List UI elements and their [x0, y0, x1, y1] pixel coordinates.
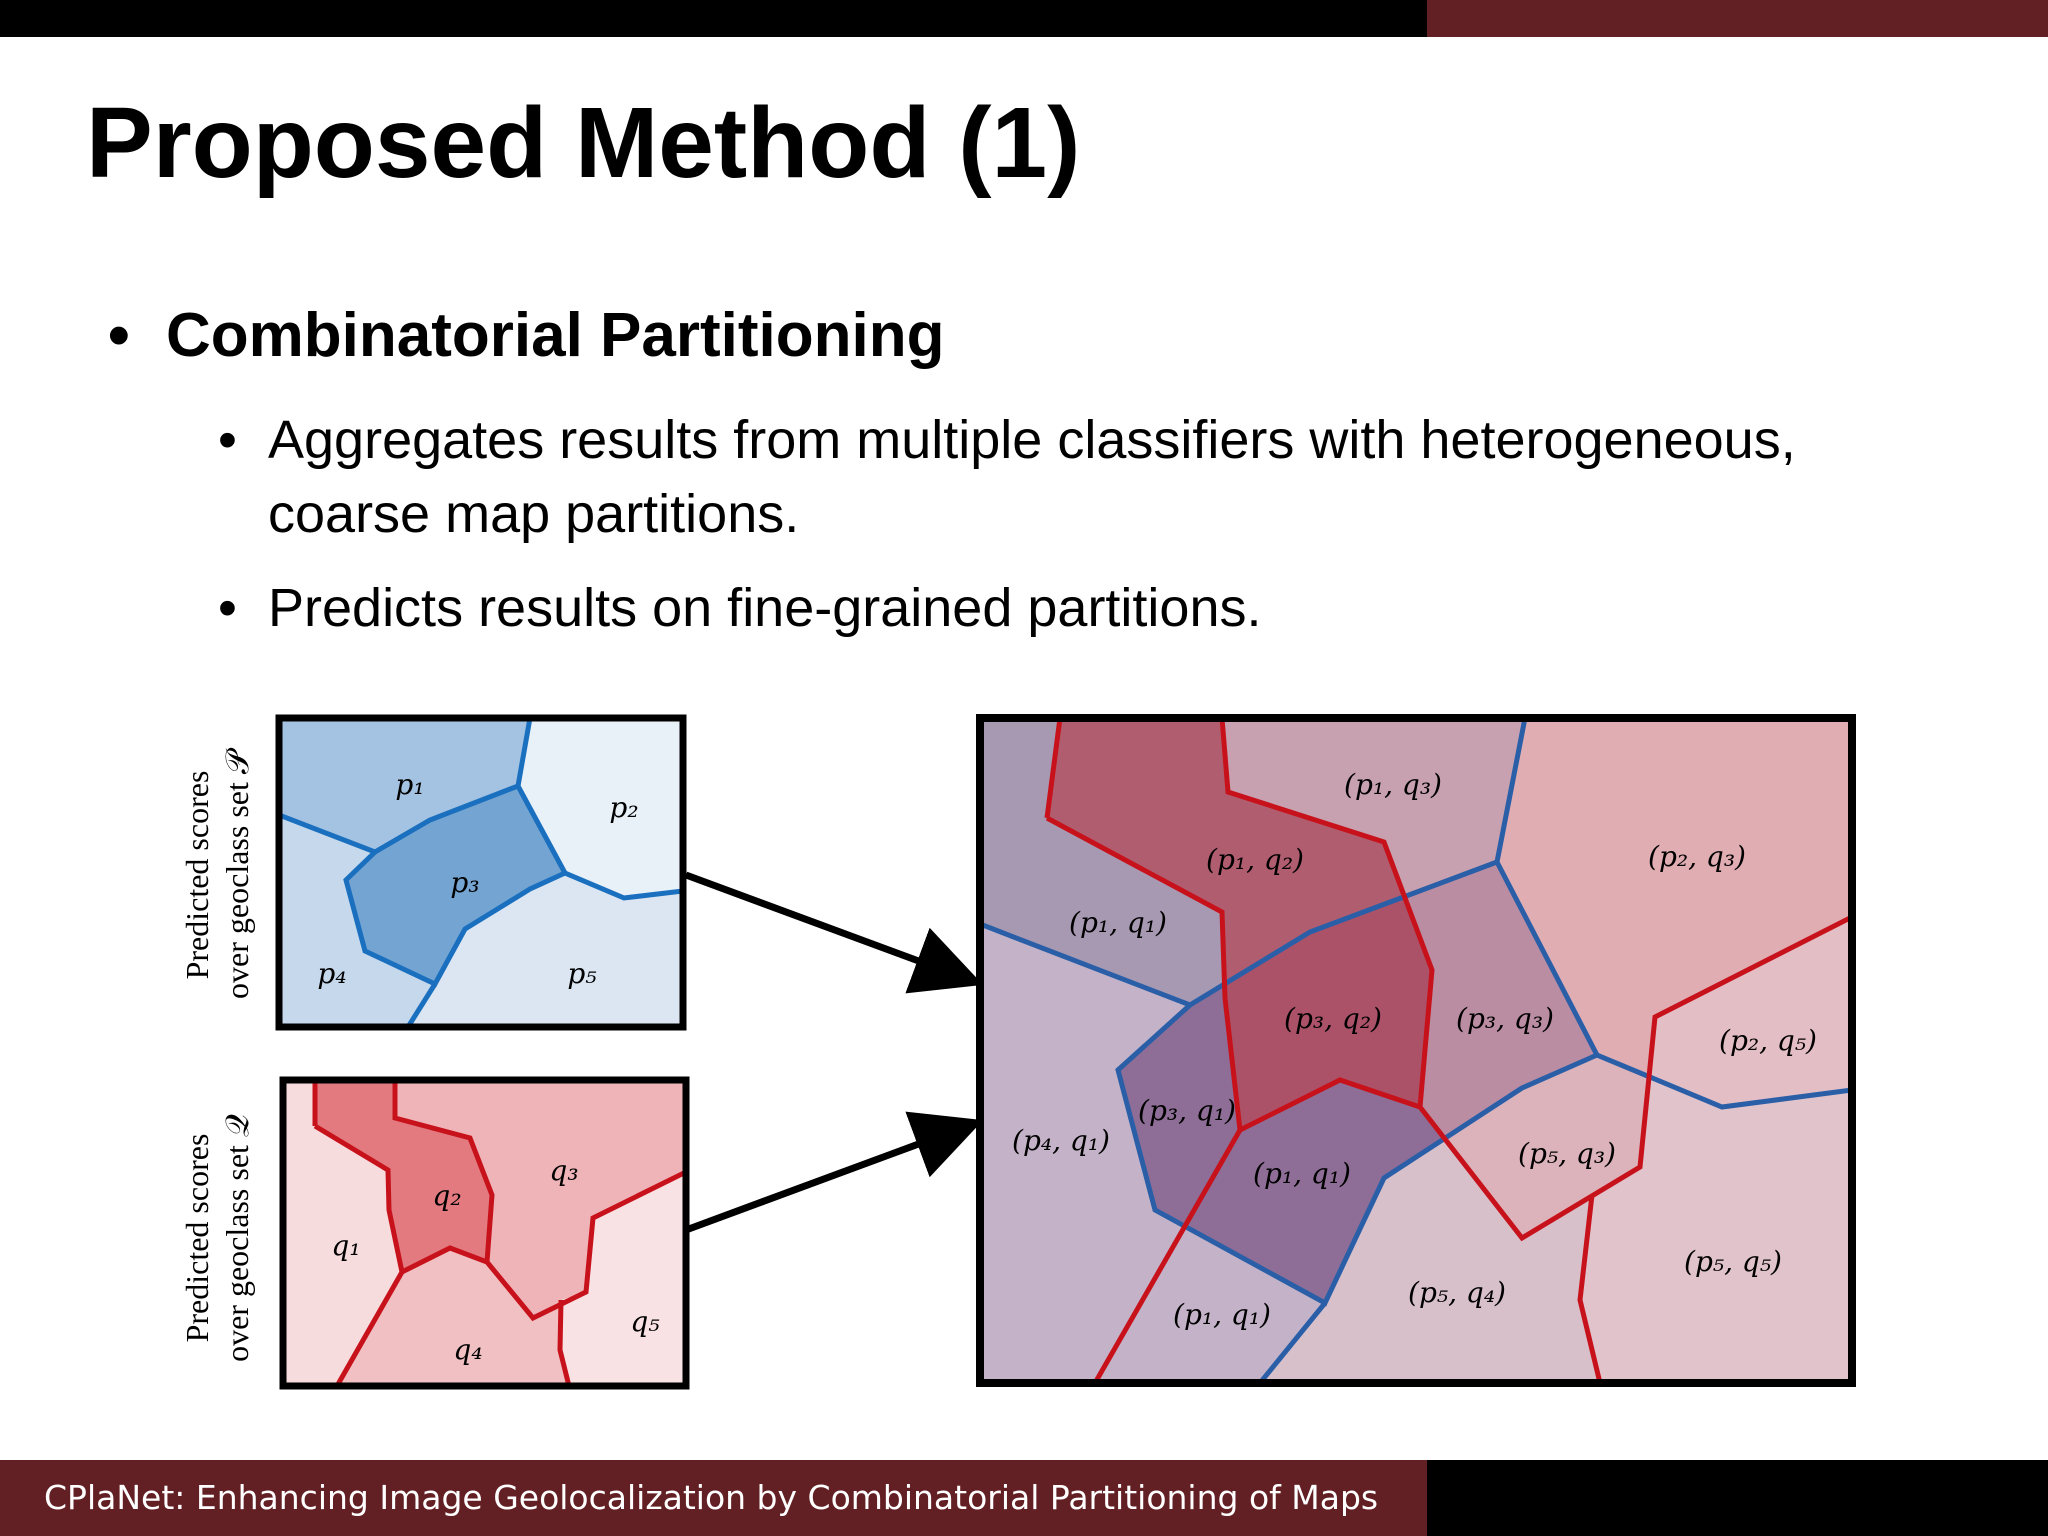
cell-p3-q3: (p₃, q₃)	[1456, 1002, 1554, 1035]
slide-title: Proposed Method (1)	[86, 87, 1081, 199]
p3-label: p₃	[450, 866, 479, 899]
cell-p1-q1-top: (p₁, q₁)	[1069, 906, 1167, 939]
p3-region	[346, 786, 565, 984]
footer-bar-dark	[1427, 1460, 2048, 1536]
q4-region	[337, 1248, 569, 1386]
p2-label: p₂	[609, 791, 638, 824]
combined-partition-map	[980, 718, 1852, 1383]
sub-bullet-1-text: Aggregates results from multiple classif…	[268, 410, 1796, 544]
p4-label: p₄	[317, 957, 346, 990]
q-set-label-line2: over geoclass set 𝒬	[219, 1114, 255, 1362]
cell-p2-q3: (p₂, q₃)	[1648, 840, 1746, 873]
p-set-label: Predicted scores over geoclass set 𝒫	[179, 747, 255, 999]
q3-region	[395, 1080, 686, 1318]
cell-p1-q1-mid: (p₁, q₁)	[1253, 1157, 1351, 1190]
q-partition-map	[283, 1080, 686, 1386]
cell-p5-q4: (p₅, q₄)	[1408, 1276, 1506, 1309]
q2-label: q₂	[432, 1179, 461, 1212]
bullet-dot: •	[108, 301, 130, 370]
main-bullet-text: Combinatorial Partitioning	[166, 301, 945, 370]
sub-bullet-2: • Predicts results on fine-grained partit…	[218, 571, 1262, 645]
q5-region	[560, 1172, 686, 1386]
top-bar-dark	[0, 0, 1427, 37]
p5-region	[408, 873, 683, 1027]
p-set-label-line2: over geoclass set 𝒫	[219, 747, 255, 999]
combined-q5-region	[1580, 917, 1852, 1383]
combined-q3-region	[1222, 718, 1852, 1238]
cell-p4-q1: (p₄, q₁)	[1012, 1124, 1110, 1157]
q3-label: q₃	[549, 1154, 578, 1187]
p2-region	[518, 718, 683, 898]
q-set-label-line1: Predicted scores	[179, 1134, 215, 1343]
p1-region	[279, 718, 530, 852]
sub-bullet-2-text: Predicts results on fine-grained partiti…	[268, 578, 1262, 638]
cell-p3-q2: (p₃, q₂)	[1284, 1002, 1382, 1035]
q4-label: q₄	[453, 1333, 482, 1366]
q2-region	[315, 1080, 492, 1272]
cell-p2-q5: (p₂, q₅)	[1719, 1024, 1817, 1057]
footer-title: CPlaNet: Enhancing Image Geolocalization…	[44, 1478, 1379, 1517]
main-bullet: • Combinatorial Partitioning	[108, 300, 944, 371]
cell-p5-q3: (p₅, q₃)	[1518, 1137, 1616, 1170]
q5-label: q₅	[630, 1305, 659, 1338]
p-partition-map	[279, 718, 683, 1027]
cell-p5-q5: (p₅, q₅)	[1684, 1245, 1782, 1278]
cell-p1-q3: (p₁, q₃)	[1344, 768, 1442, 801]
cell-p1-q2: (p₁, q₂)	[1206, 843, 1304, 876]
q-set-label: Predicted scores over geoclass set 𝒬	[179, 1114, 255, 1362]
bullet-dot: •	[218, 410, 237, 470]
cell-p3-q1: (p₃, q₁)	[1138, 1094, 1236, 1127]
arrow-q-to-combined	[684, 1111, 984, 1234]
footer-bar-accent	[0, 1460, 1427, 1536]
p5-label: p₅	[567, 957, 596, 990]
p1-label: p₁	[395, 768, 424, 801]
arrow-p-to-combined	[684, 871, 984, 994]
bullet-dot: •	[218, 578, 237, 638]
combined-q2-region	[1047, 718, 1432, 1130]
q1-label: q₁	[331, 1229, 360, 1262]
top-bar-accent	[1427, 0, 2048, 37]
p-set-label-line1: Predicted scores	[179, 771, 215, 980]
cell-p1-q1-bottom: (p₁, q₁)	[1173, 1298, 1271, 1331]
sub-bullet-1: • Aggregates results from multiple classi…	[218, 403, 1918, 551]
